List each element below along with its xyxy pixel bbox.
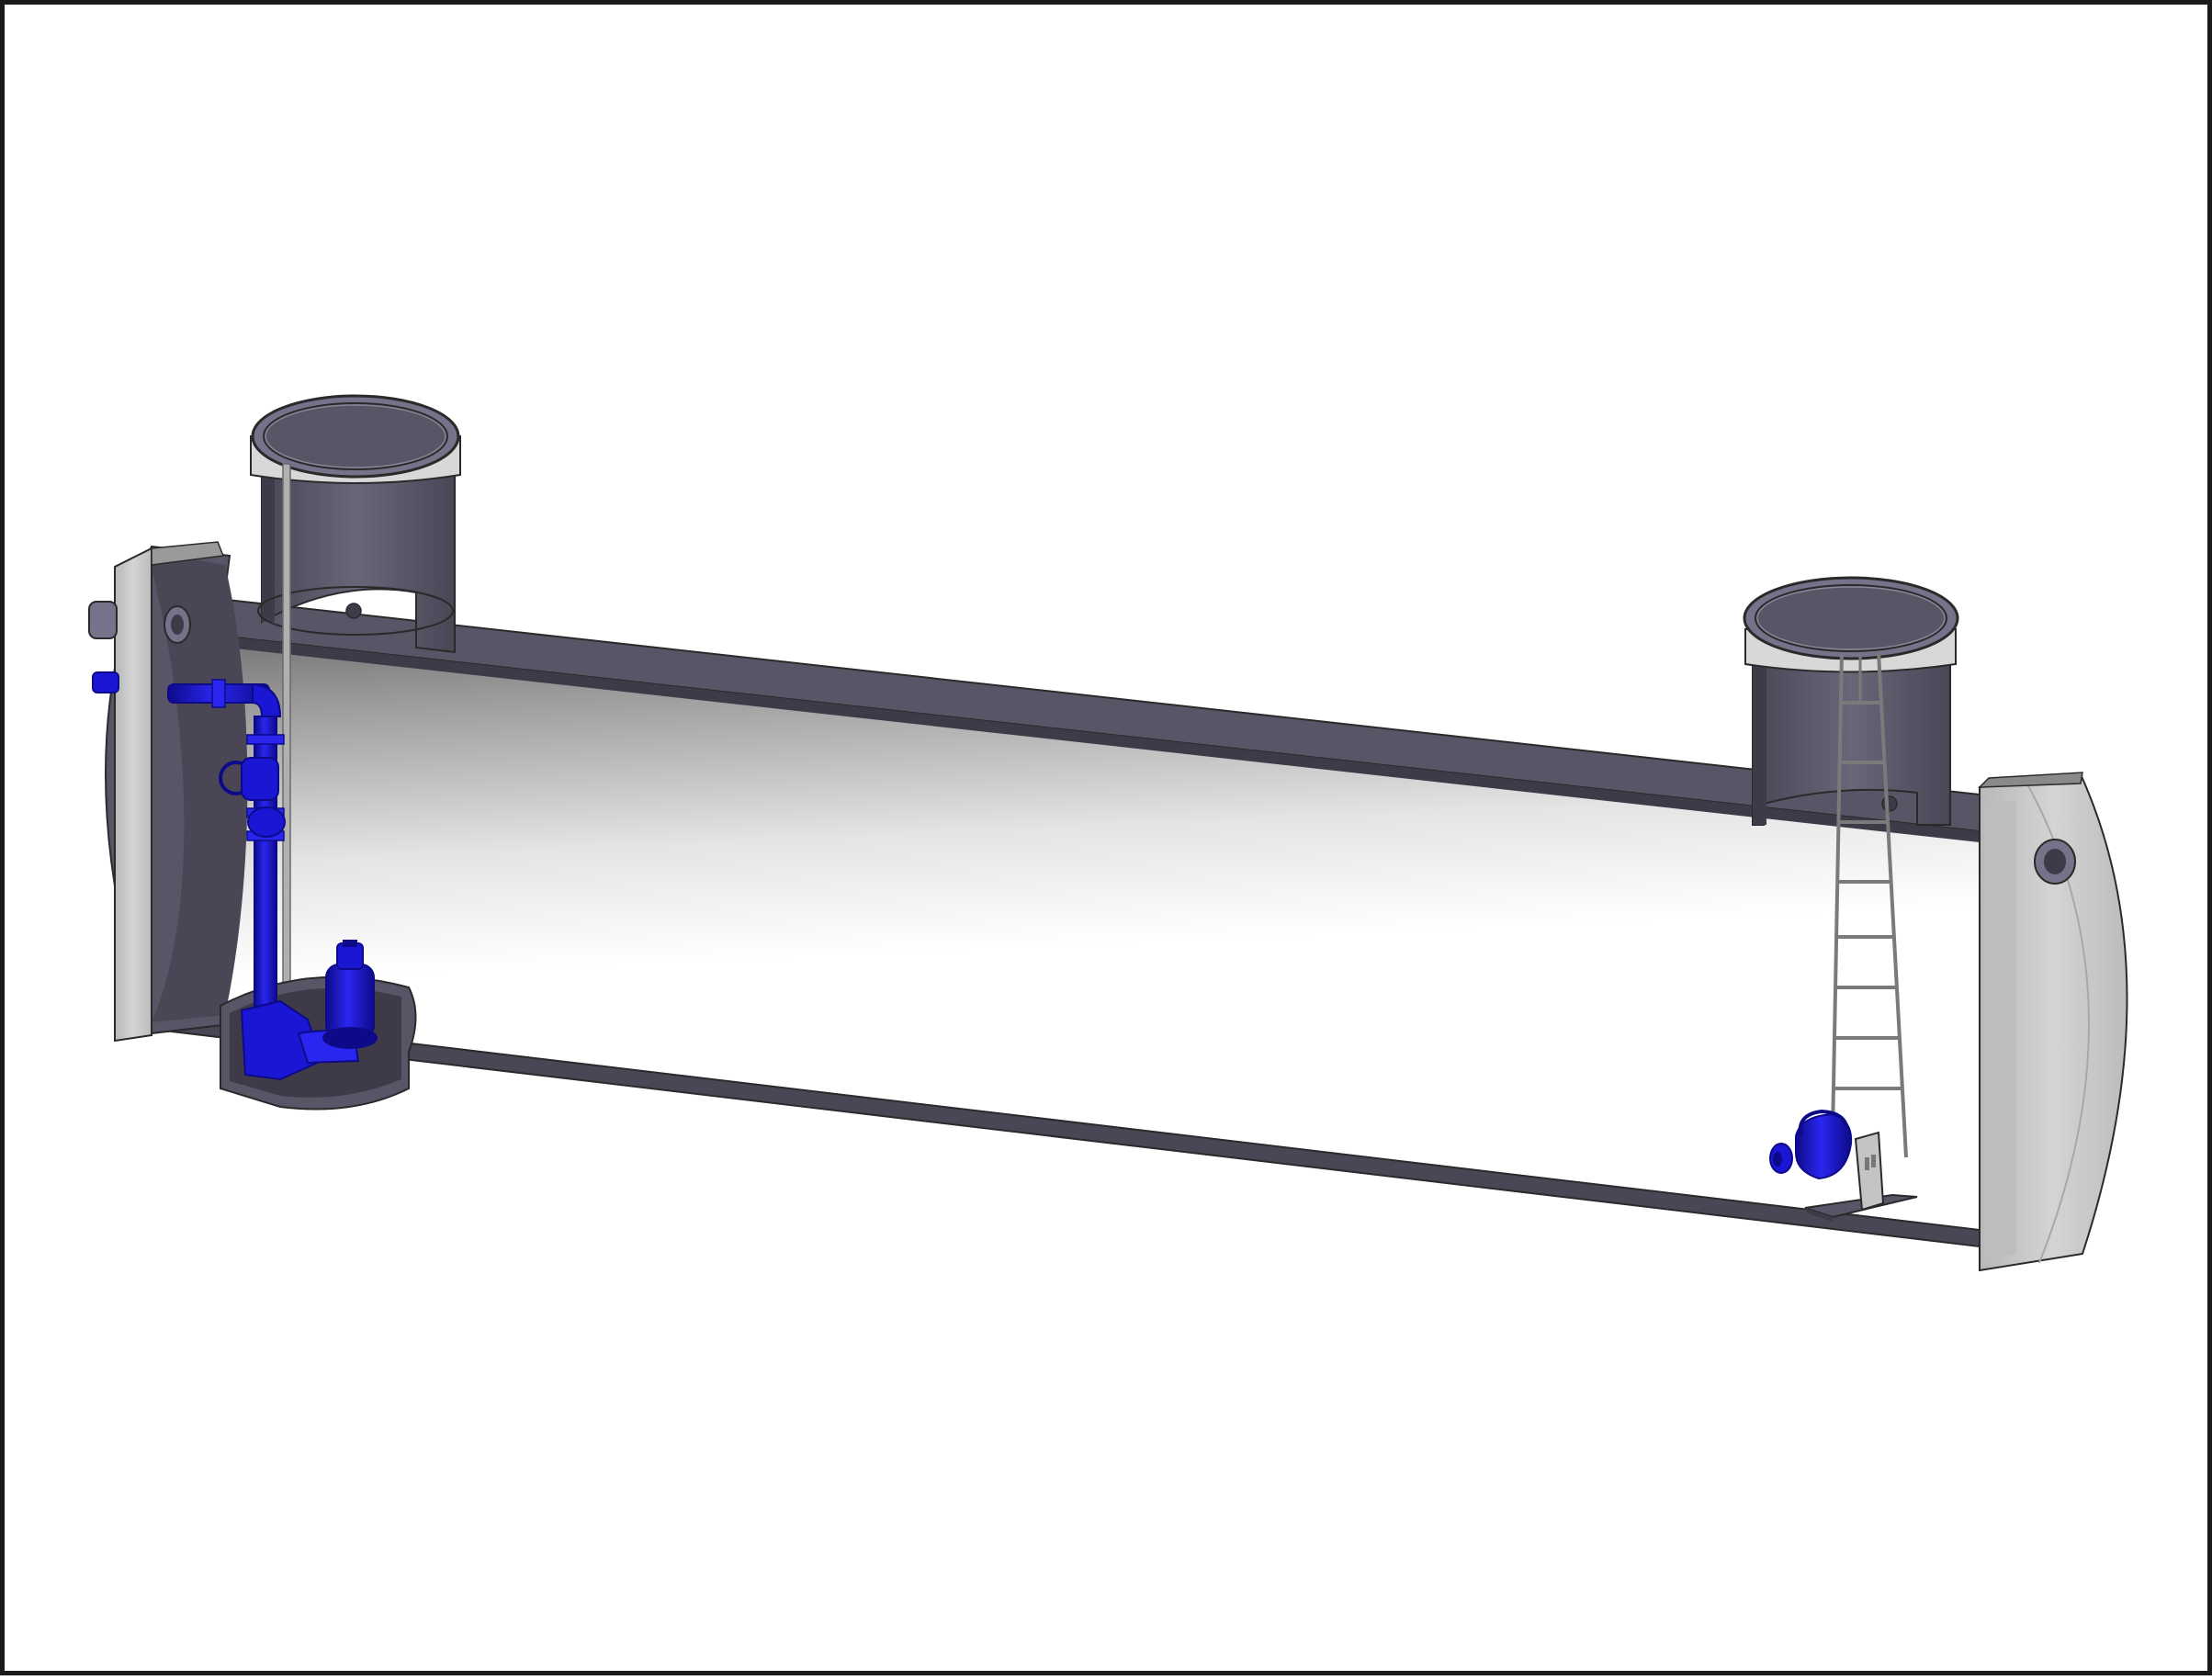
left-end-cap (88, 541, 248, 1043)
guide-rail (282, 463, 291, 998)
ladder-rungs (1834, 701, 1902, 1090)
access-ladder (1831, 651, 1908, 1158)
right-end-cap (1978, 772, 2128, 1272)
submersible-pump-with-riser-pipe (167, 679, 378, 1081)
inlet-nozzle (88, 601, 118, 639)
right-manhole-riser (1743, 576, 1959, 826)
left-manhole-riser (250, 394, 461, 998)
tank-cutaway-drawing (88, 394, 2128, 1272)
small-pump-on-stand (1769, 1109, 1918, 1222)
check-valve (241, 757, 279, 801)
small-pump-body (1795, 1112, 1853, 1180)
pump-stand-bracket (1854, 1131, 1885, 1212)
outlet-stub (92, 671, 119, 693)
